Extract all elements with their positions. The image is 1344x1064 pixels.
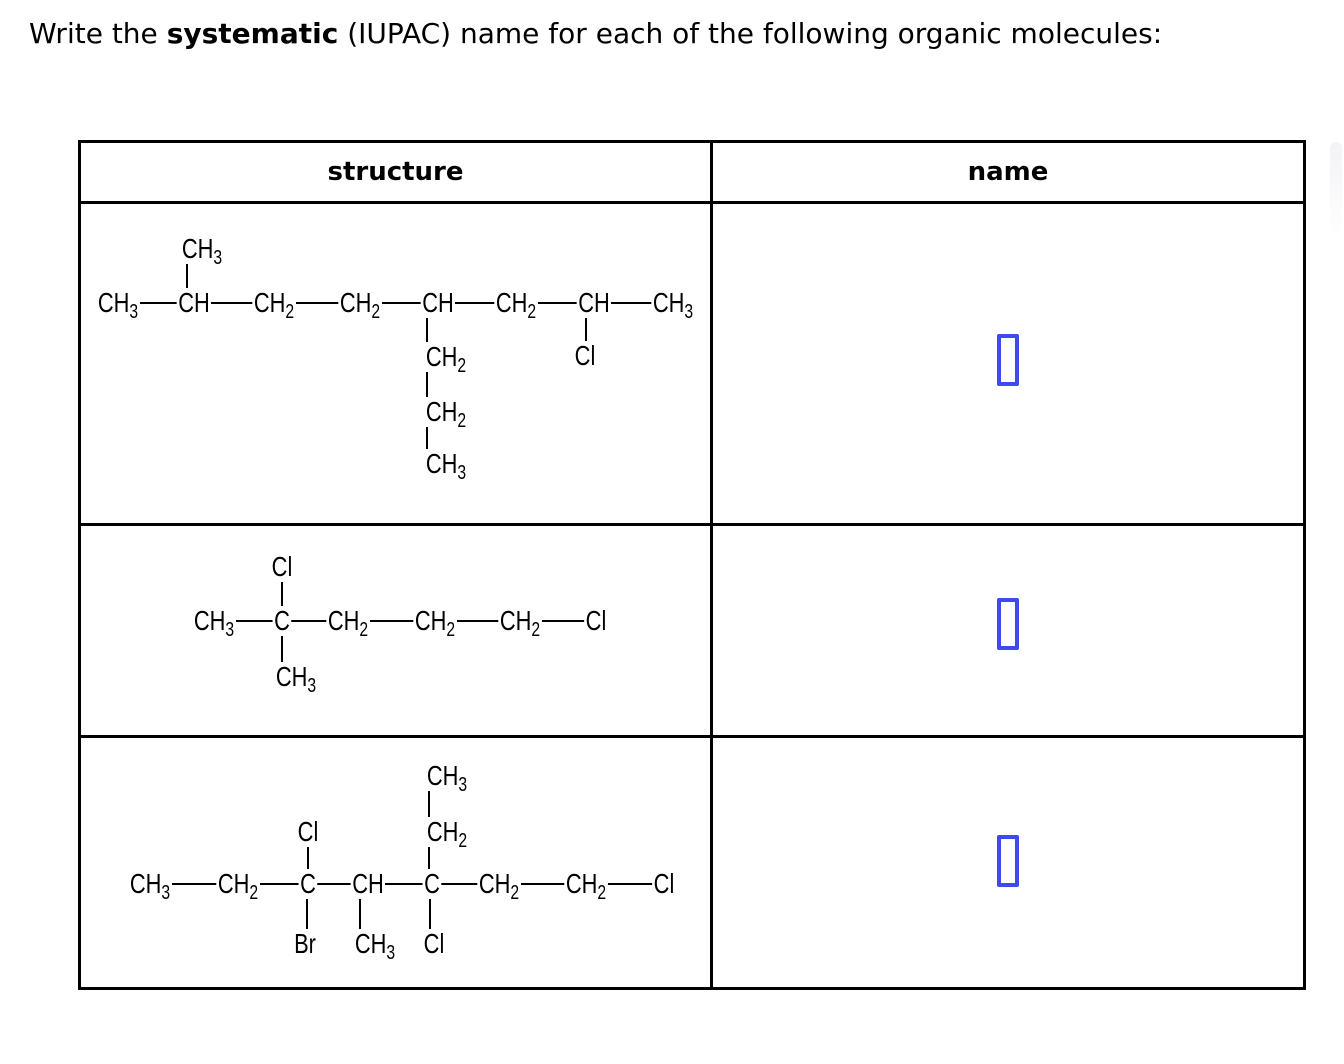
atom-label-Br: Br [292, 928, 318, 959]
bond-line [348, 619, 435, 623]
atom-label-CH2: CH2 [425, 816, 469, 852]
bond-line [274, 301, 360, 305]
answer-input-box-3[interactable] [997, 835, 1019, 887]
atom-label-CH: CH [176, 287, 212, 318]
atom-label-C: C [422, 868, 442, 899]
bond-line [305, 884, 309, 944]
title-bold-word: systematic [166, 17, 339, 50]
bond-line [520, 619, 596, 623]
atom-label-CH2: CH2 [413, 605, 457, 641]
atom-label-CH2: CH2 [424, 341, 468, 377]
atom-label-CH: CH [576, 287, 612, 318]
name-cell-3 [713, 738, 1303, 990]
atom-label-Cl: Cl [573, 340, 597, 371]
atom-label-CH3: CH3 [96, 287, 140, 323]
title-suffix: (IUPAC) name for each of the following o… [338, 17, 1163, 50]
structure-column-header: structure [81, 143, 713, 201]
answer-input-box-2[interactable] [997, 597, 1019, 650]
bond-line [282, 619, 348, 623]
bond-line [118, 301, 194, 305]
bond-line [280, 567, 284, 621]
answer-input-box-1[interactable] [997, 333, 1019, 386]
atom-label-CH2: CH2 [424, 396, 468, 432]
atom-label-CH2: CH2 [216, 868, 260, 904]
bond-line [358, 884, 362, 944]
bond-line [150, 882, 238, 886]
atom-label-CH3: CH3 [274, 661, 318, 697]
atom-label-Cl: Cl [422, 928, 446, 959]
page-title: Write the systematic (IUPAC) name for ea… [29, 16, 1162, 52]
bond-line [432, 882, 499, 886]
atom-label-CH2: CH2 [477, 868, 521, 904]
bond-line [280, 621, 284, 677]
bond-line [435, 619, 520, 623]
bond-line [516, 301, 594, 305]
bond-line [428, 884, 432, 944]
atom-label-CH3: CH3 [128, 868, 172, 904]
bond-line [584, 303, 588, 356]
bond-line [214, 619, 282, 623]
atom-label-Cl: Cl [652, 868, 676, 899]
bond-line [427, 776, 431, 832]
name-cell-1 [713, 204, 1303, 523]
atom-label-CH3: CH3 [192, 605, 236, 641]
name-cell-2 [713, 526, 1303, 735]
bond-line [185, 249, 189, 303]
name-column-header: name [967, 157, 1049, 187]
atom-label-CH3: CH3 [425, 760, 469, 796]
bond-line [308, 882, 368, 886]
atom-label-CH3: CH3 [424, 448, 468, 484]
atom-label-CH3: CH3 [651, 287, 695, 323]
bond-line [425, 412, 429, 464]
bond-line [368, 882, 432, 886]
bond-line [594, 301, 673, 305]
bond-line [427, 832, 431, 884]
atom-label-C: C [298, 868, 318, 899]
bond-line [425, 303, 429, 357]
bond-line [360, 301, 438, 305]
title-prefix: Write the [29, 17, 167, 50]
atom-label-CH2: CH2 [498, 605, 542, 641]
atom-label-Cl: Cl [270, 551, 294, 582]
bond-line [586, 882, 664, 886]
bond-line [238, 882, 308, 886]
atom-label-Cl: Cl [584, 605, 608, 636]
table-header-row: structure name [81, 143, 1303, 204]
atom-label-CH3: CH3 [353, 928, 397, 964]
bond-line [499, 882, 586, 886]
atom-label-CH3: CH3 [180, 233, 224, 269]
atom-label-CH2: CH2 [252, 287, 296, 323]
atom-label-CH2: CH2 [494, 287, 538, 323]
bond-line [194, 301, 274, 305]
atom-label-CH2: CH2 [338, 287, 382, 323]
atom-label-CH2: CH2 [326, 605, 370, 641]
bond-line [306, 832, 310, 884]
atom-label-CH: CH [420, 287, 456, 318]
atom-label-Cl: Cl [296, 816, 320, 847]
bond-line [438, 301, 516, 305]
scrollbar-remnant [1330, 142, 1342, 237]
atom-label-C: C [272, 605, 292, 636]
atom-label-CH: CH [350, 868, 386, 899]
bond-line [425, 357, 429, 412]
atom-label-CH2: CH2 [564, 868, 608, 904]
